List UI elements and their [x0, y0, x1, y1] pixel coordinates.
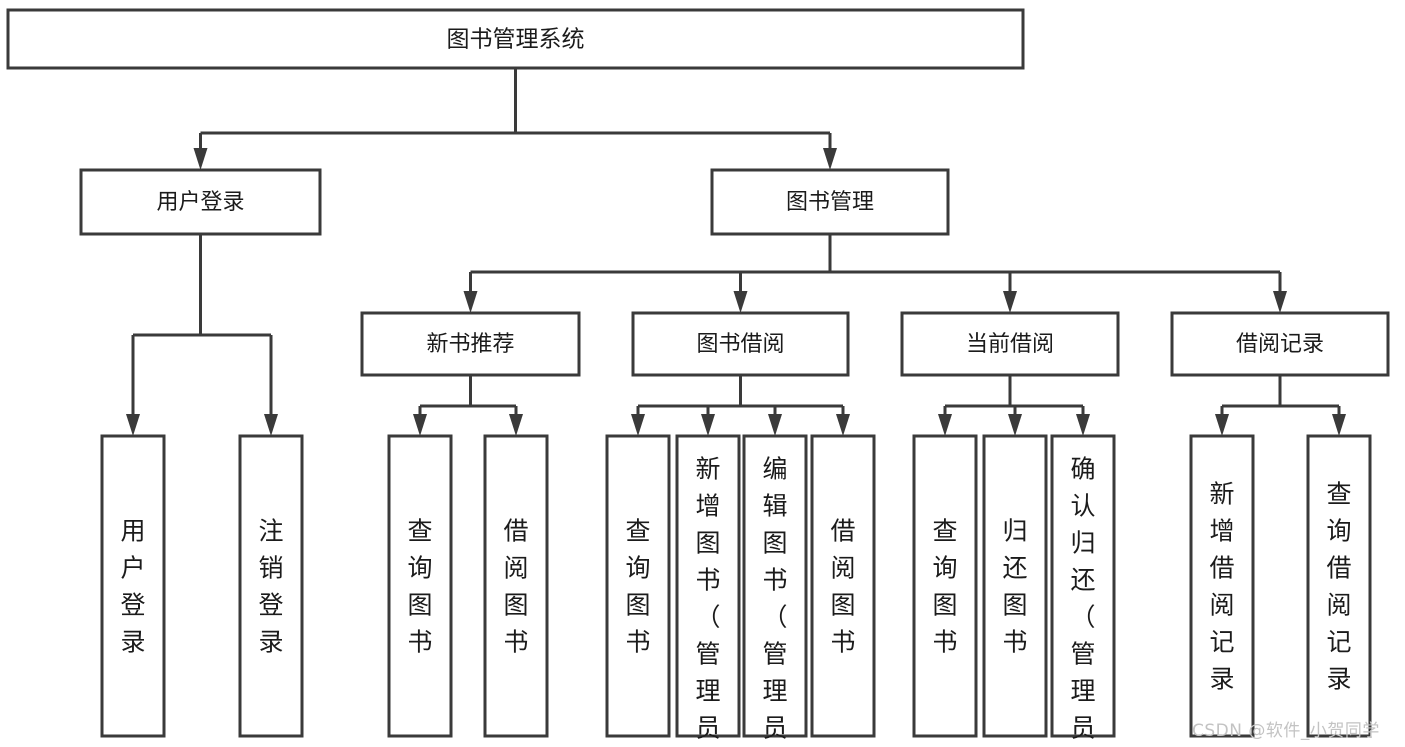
node-leaf7[interactable]: 编辑图书（管理员） — [742, 434, 808, 747]
arrow-head-icon — [1273, 291, 1287, 313]
node-box[interactable] — [79, 168, 322, 236]
node-leaf1[interactable]: 用户登录 — [100, 434, 166, 738]
node-box[interactable] — [631, 311, 850, 377]
node-box[interactable] — [1050, 434, 1116, 738]
node-box[interactable] — [982, 434, 1048, 738]
node-l2d[interactable]: 借阅记录 — [1170, 311, 1390, 377]
node-label: 借阅记录 — [1236, 332, 1324, 357]
connector-group-l1b — [463, 234, 1287, 313]
connector-layer — [126, 68, 1346, 436]
arrow-head-icon — [1215, 414, 1229, 436]
node-label: 借阅图书 — [503, 516, 528, 656]
arrow-head-icon — [193, 148, 208, 170]
node-leaf10[interactable]: 归还图书 — [982, 434, 1048, 738]
node-leaf3[interactable]: 查询图书 — [387, 434, 453, 738]
node-box[interactable] — [605, 434, 671, 738]
node-box[interactable] — [742, 434, 808, 738]
node-label: 用户登录 — [156, 190, 244, 215]
node-box[interactable] — [710, 168, 950, 236]
node-box[interactable] — [6, 8, 1025, 70]
arrow-head-icon — [701, 414, 715, 436]
node-leaf5[interactable]: 查询图书 — [605, 434, 671, 738]
node-label: 查询借阅记录 — [1326, 479, 1351, 693]
connector-group-l1a — [126, 234, 278, 436]
node-label: 当前借阅 — [966, 332, 1054, 357]
node-box[interactable] — [483, 434, 549, 738]
node-leaf6[interactable]: 新增图书（管理员） — [675, 434, 741, 747]
arrow-head-icon — [733, 291, 748, 313]
arrow-head-icon — [768, 414, 782, 436]
node-box[interactable] — [1189, 434, 1255, 738]
node-box[interactable] — [900, 311, 1120, 377]
node-label: 确认归还（管理员） — [1070, 454, 1095, 747]
arrow-head-icon — [413, 414, 427, 436]
node-box[interactable] — [810, 434, 876, 738]
node-leaf4[interactable]: 借阅图书 — [483, 434, 549, 738]
node-root[interactable]: 图书管理系统 — [6, 8, 1025, 70]
node-l2b[interactable]: 图书借阅 — [631, 311, 850, 377]
node-l1b[interactable]: 图书管理 — [710, 168, 950, 236]
node-box[interactable] — [238, 434, 304, 738]
arrow-head-icon — [1003, 291, 1017, 313]
node-l2a[interactable]: 新书推荐 — [360, 311, 581, 377]
node-label: 归还图书 — [1002, 516, 1027, 656]
node-label: 编辑图书（管理员） — [762, 454, 787, 747]
node-box[interactable] — [912, 434, 978, 738]
node-label: 用户登录 — [120, 516, 145, 656]
node-leaf9[interactable]: 查询图书 — [912, 434, 978, 738]
node-label: 新增图书（管理员） — [695, 454, 720, 747]
node-leaf8[interactable]: 借阅图书 — [810, 434, 876, 738]
node-label: 注销登录 — [258, 516, 283, 656]
arrow-head-icon — [463, 291, 478, 313]
arrow-head-icon — [631, 414, 645, 436]
arrow-head-icon — [1008, 414, 1022, 436]
arrow-head-icon — [823, 148, 837, 170]
node-l1a[interactable]: 用户登录 — [79, 168, 322, 236]
connector-group-root — [193, 68, 837, 170]
connector-group-l2d — [1215, 375, 1346, 436]
node-label: 图书管理系统 — [447, 27, 585, 53]
node-box[interactable] — [360, 311, 581, 377]
node-label: 查询图书 — [407, 516, 432, 656]
node-label: 借阅图书 — [830, 516, 855, 656]
node-leaf11[interactable]: 确认归还（管理员） — [1050, 434, 1116, 747]
node-layer: 图书管理系统用户登录图书管理新书推荐图书借阅当前借阅借阅记录用户登录注销登录查询… — [6, 8, 1390, 747]
node-label: 新书推荐 — [426, 332, 514, 357]
arrow-head-icon — [264, 414, 278, 436]
node-box[interactable] — [1306, 434, 1372, 738]
arrow-head-icon — [938, 414, 952, 436]
arrow-head-icon — [509, 414, 523, 436]
node-leaf12[interactable]: 新增借阅记录 — [1189, 434, 1255, 738]
connector-group-l2c — [938, 375, 1090, 436]
node-label: 图书借阅 — [696, 332, 784, 357]
node-leaf2[interactable]: 注销登录 — [238, 434, 304, 738]
node-label: 查询图书 — [625, 516, 650, 656]
node-label: 新增借阅记录 — [1209, 479, 1234, 693]
arrow-head-icon — [1332, 414, 1346, 436]
connector-group-l2a — [413, 375, 523, 436]
node-l2c[interactable]: 当前借阅 — [900, 311, 1120, 377]
arrow-head-icon — [836, 414, 850, 436]
node-box[interactable] — [387, 434, 453, 738]
node-box[interactable] — [100, 434, 166, 738]
node-label: 图书管理 — [786, 190, 874, 215]
arrow-head-icon — [1076, 414, 1090, 436]
node-box[interactable] — [675, 434, 741, 738]
connector-group-l2b — [631, 375, 850, 436]
node-box[interactable] — [1170, 311, 1390, 377]
node-leaf13[interactable]: 查询借阅记录 — [1306, 434, 1372, 738]
arrow-head-icon — [126, 414, 140, 436]
node-label: 查询图书 — [932, 516, 957, 656]
